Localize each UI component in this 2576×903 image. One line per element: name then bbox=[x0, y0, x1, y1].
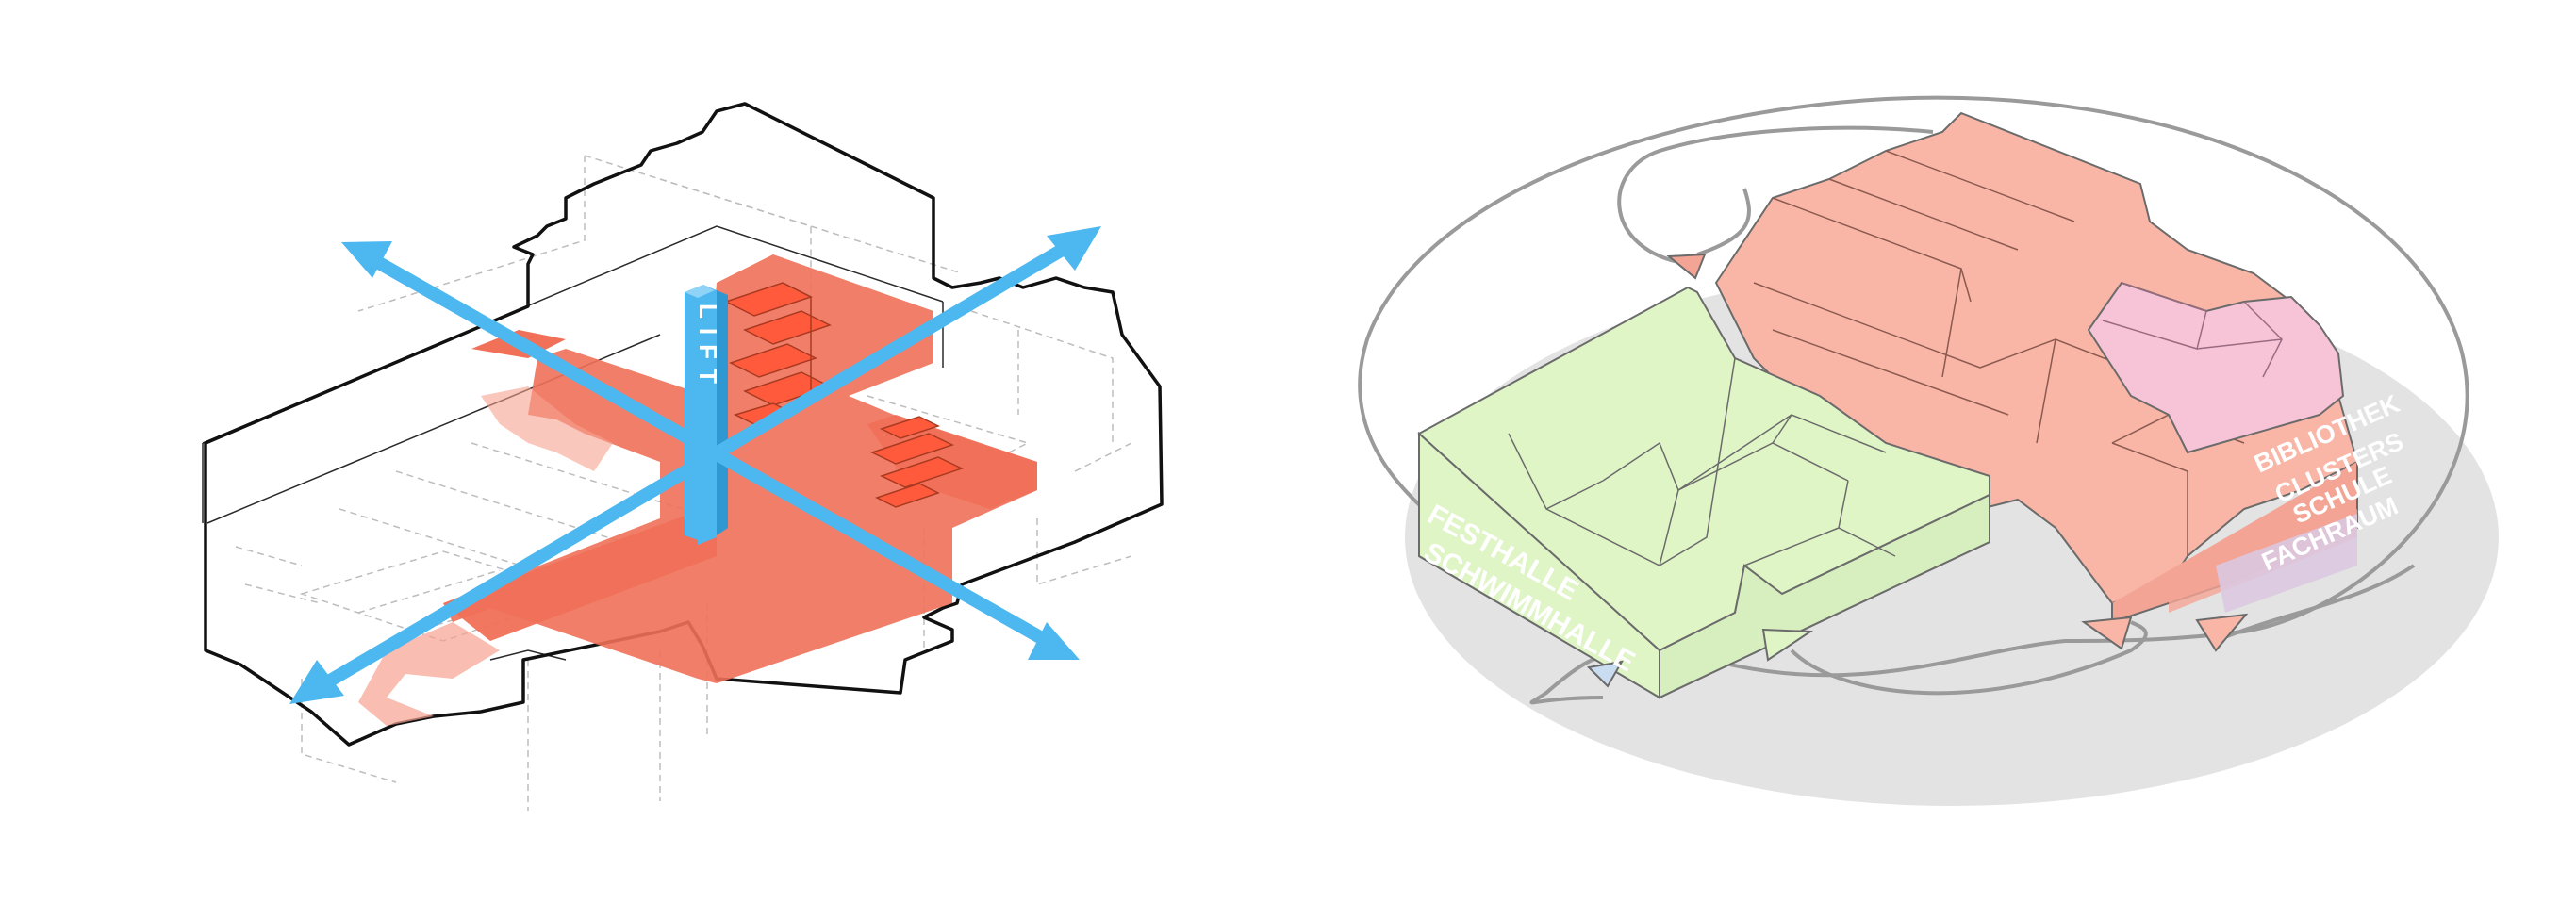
entry-arrow-festhalle-icon bbox=[1761, 628, 1814, 662]
programme-axonometric: FESTHALLE SCHWIMMHALLE BIBLIOTHEK CLUSTE… bbox=[1358, 95, 2499, 806]
bibliothek-block bbox=[2087, 281, 2345, 454]
connection-loops bbox=[1358, 95, 2469, 705]
arrowhead-sw-icon bbox=[289, 660, 344, 704]
lift-vertical-core bbox=[698, 464, 717, 545]
festhalle-block bbox=[1417, 286, 1990, 699]
entry-arrows bbox=[1586, 253, 2249, 688]
stair-east bbox=[870, 416, 964, 508]
lift-label: LIFT bbox=[694, 304, 722, 393]
entry-arrow-schwimmhalle-icon bbox=[1586, 660, 1624, 688]
west-faded-zone bbox=[481, 386, 613, 471]
arrowhead-se-icon bbox=[1028, 622, 1080, 660]
circulation-axonometric: LIFT bbox=[202, 102, 1164, 811]
arrowhead-nw-icon bbox=[341, 241, 392, 278]
entry-arrow-north-icon bbox=[1666, 253, 1707, 280]
stair-north bbox=[724, 282, 832, 425]
fachraum-plinth bbox=[2216, 514, 2357, 613]
circulation-arrows bbox=[289, 226, 1101, 704]
building-outline bbox=[204, 102, 1164, 747]
east-corridor-floor bbox=[867, 415, 1037, 509]
south-wing-floor bbox=[443, 504, 717, 641]
axis-sw-ne-arrow bbox=[317, 238, 1074, 693]
entry-arrow-schule-a-icon bbox=[2081, 616, 2133, 650]
entry-arrow-schule-b-icon bbox=[2195, 613, 2249, 652]
arrowhead-ne-icon bbox=[1047, 226, 1101, 271]
